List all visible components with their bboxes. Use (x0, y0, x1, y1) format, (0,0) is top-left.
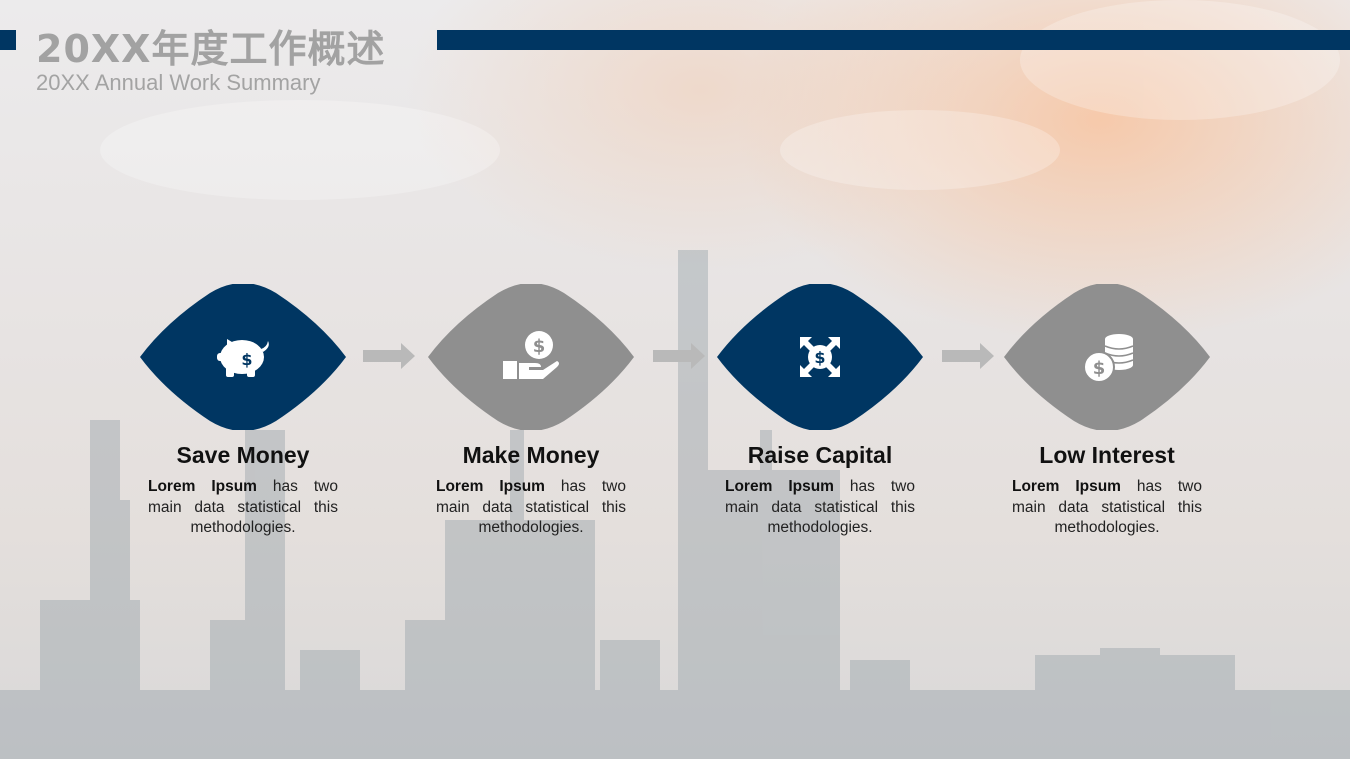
step-description-text: has two main data statistical this metho… (436, 478, 626, 536)
expand-dollar-icon: $ (800, 337, 840, 377)
step-shape-gray (428, 284, 634, 430)
step-description: Lorem Ipsum has two main data statistica… (1012, 477, 1202, 539)
step-description-text: has two main data statistical this metho… (148, 478, 338, 536)
step-title: Low Interest (1039, 442, 1175, 468)
svg-text:$: $ (814, 348, 825, 367)
page-subtitle: 20XX Annual Work Summary (36, 70, 321, 95)
page-title: 20XX年度工作概述 (36, 27, 386, 71)
step-description-bold: Lorem Ipsum (148, 478, 257, 495)
step-description: Lorem Ipsum has two main data statistica… (148, 477, 338, 539)
step-description-bold: Lorem Ipsum (436, 478, 545, 495)
piggy-bank-icon: $ (217, 339, 269, 377)
step-description: Lorem Ipsum has two main data statistica… (436, 477, 626, 539)
arrow-right-icon (942, 343, 994, 369)
step-description-text: has two main data statistical this metho… (725, 478, 915, 536)
header-accent-bar (437, 30, 1350, 50)
step-description: Lorem Ipsum has two main data statistica… (725, 477, 915, 539)
step-description-bold: Lorem Ipsum (1012, 478, 1121, 495)
step-title: Raise Capital (747, 442, 893, 468)
svg-text:$: $ (533, 336, 546, 357)
step-title: Save Money (176, 442, 310, 468)
step-description-bold: Lorem Ipsum (725, 478, 834, 495)
header-accent-block (0, 30, 16, 50)
step-description-text: has two main data statistical this metho… (1012, 478, 1202, 536)
hand-coin-icon: $ (503, 331, 559, 379)
coins-stack-icon: $ (1083, 334, 1134, 383)
arrow-right-icon (363, 343, 415, 369)
svg-text:$: $ (1093, 358, 1106, 379)
svg-text:$: $ (241, 350, 252, 369)
step-title: Make Money (462, 442, 600, 468)
arrow-right-icon (653, 343, 705, 369)
